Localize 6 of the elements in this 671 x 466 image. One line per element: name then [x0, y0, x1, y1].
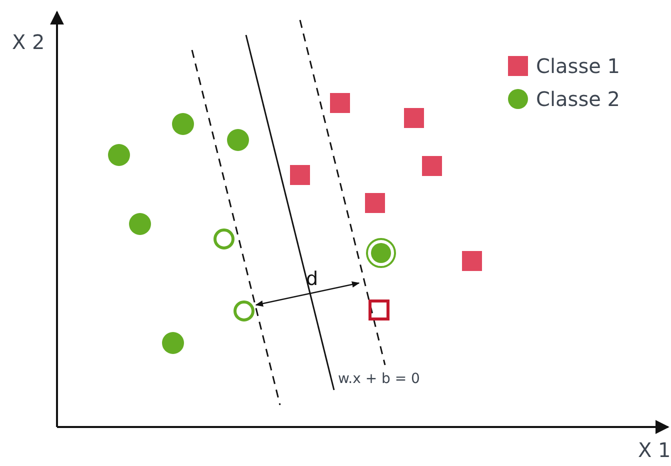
- axis-label: X 2: [12, 32, 45, 52]
- legend-label: Classe 1: [536, 56, 620, 76]
- distance-label: d: [306, 270, 318, 289]
- equation-label: w.x + b = 0: [338, 372, 420, 386]
- axis-label: X 1: [638, 440, 671, 460]
- legend-label: Classe 2: [536, 89, 620, 109]
